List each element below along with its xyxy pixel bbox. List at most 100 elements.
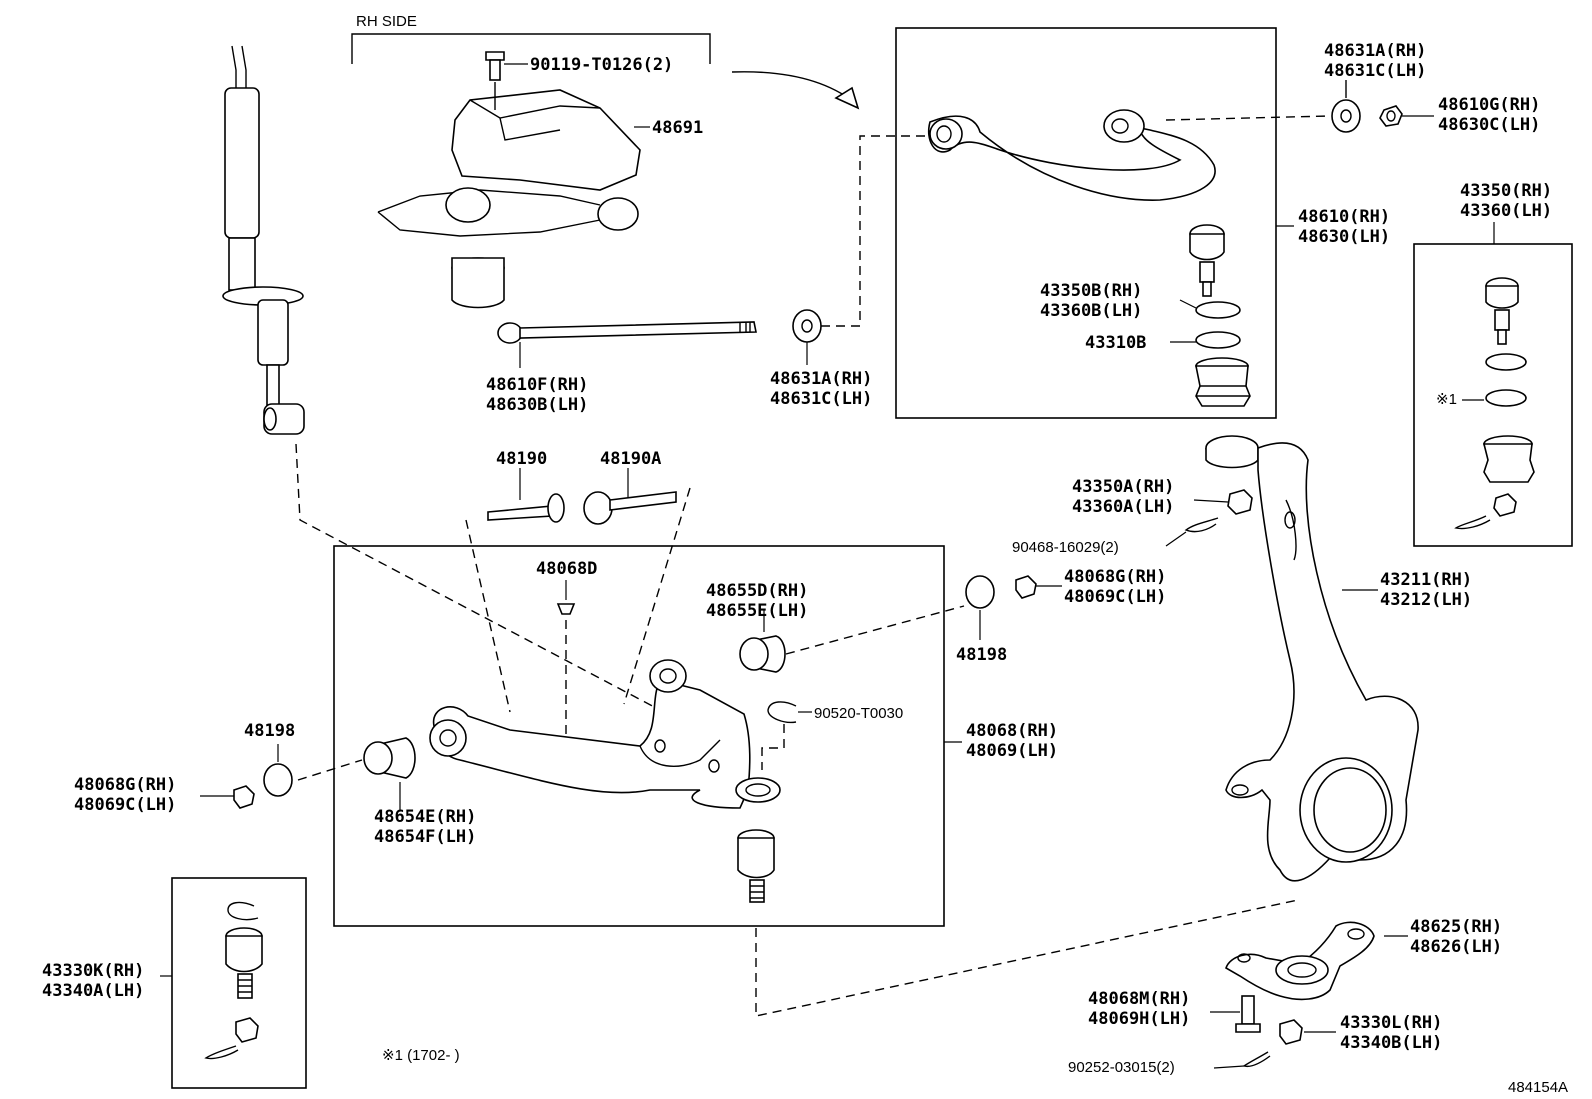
bushing-48654E[interactable]: [363, 737, 416, 779]
washer-48631A-mid[interactable]: [792, 309, 822, 343]
snap-ring-90520[interactable]: [767, 701, 797, 724]
kit-boot[interactable]: [1482, 435, 1535, 483]
cotter-pin-90468[interactable]: [1184, 517, 1219, 533]
label-48630: 48630(LH): [1298, 227, 1390, 247]
ball-joint-kit-box: [1413, 243, 1573, 547]
label-48610F: 48610F(RH): [486, 375, 588, 395]
label-48631A-mid: 48631A(RH): [770, 369, 872, 389]
label-48069H: 48069H(LH): [1088, 1009, 1190, 1029]
label-43350B: 43350B(RH): [1040, 281, 1142, 301]
ball-joint-43350[interactable]: [1485, 277, 1519, 345]
label-43340A: 43340A(LH): [42, 981, 144, 1001]
label-90252: 90252-03015(2): [1068, 1059, 1175, 1076]
label-43330L: 43330L(RH): [1340, 1013, 1442, 1033]
label-48654E: 48654E(RH): [374, 807, 476, 827]
leader-43350B: [1179, 299, 1197, 309]
kit-ring[interactable]: [1485, 389, 1527, 407]
label-43350A: 43350A(RH): [1072, 477, 1174, 497]
cotter-pin-90252[interactable]: [1242, 1051, 1271, 1068]
dash-48655D-to-48198: [785, 605, 965, 655]
label-48631C-top: 48631C(LH): [1324, 61, 1426, 81]
label-48190A: 48190A: [600, 449, 661, 469]
dash-balljoint-to-knuckle: [755, 899, 1299, 1017]
label-90119-T0126: 90119-T0126(2): [530, 55, 673, 75]
dash-bushing-to-washer: [297, 759, 363, 781]
label-48069: 48069(LH): [966, 741, 1058, 761]
dash-48190-to-arm: [465, 519, 511, 713]
washer-48198-right[interactable]: [965, 575, 995, 609]
bolt-48068M[interactable]: [1235, 995, 1261, 1033]
label-48068D: 48068D: [536, 559, 597, 579]
cam-bolt-48190A[interactable]: [583, 491, 677, 525]
footnote-mark1: ※1 (1702- ): [382, 1047, 460, 1064]
lower-control-arm-48068[interactable]: [429, 659, 781, 809]
cam-bolt-48190[interactable]: [487, 493, 565, 523]
bracket-48691[interactable]: [451, 89, 641, 191]
rh-side-arrowhead: [834, 86, 860, 110]
label-48198-left: 48198: [244, 721, 295, 741]
washer-48198-left[interactable]: [263, 763, 293, 797]
label-48654F: 48654F(LH): [374, 827, 476, 847]
shock-absorber[interactable]: [222, 45, 305, 435]
kit-snap-ring[interactable]: [1485, 353, 1527, 371]
bumper-48068D[interactable]: [556, 603, 576, 615]
steering-knuckle-43211[interactable]: [1205, 435, 1419, 882]
label-48691: 48691: [652, 118, 703, 138]
label-48610: 48610(RH): [1298, 207, 1390, 227]
label-48625: 48625(RH): [1410, 917, 1502, 937]
label-43360: 43360(LH): [1460, 201, 1552, 221]
kit-cotter-pin[interactable]: [1454, 515, 1491, 530]
label-43360B: 43360B(LH): [1040, 301, 1142, 321]
nut-48610G[interactable]: [1379, 105, 1403, 127]
nut-48068G-right[interactable]: [1015, 575, 1037, 599]
upper-bracket-arm-sketch: [377, 187, 639, 309]
kit-nut[interactable]: [1493, 493, 1517, 517]
label-mark1-kit: ※1: [1436, 391, 1457, 408]
nut-43330L[interactable]: [1279, 1019, 1303, 1045]
label-43330K: 43330K(RH): [42, 961, 144, 981]
label-48655E: 48655E(LH): [706, 601, 808, 621]
lower-ball-joint[interactable]: [737, 829, 775, 903]
label-48610G: 48610G(RH): [1438, 95, 1540, 115]
label-48630B: 48630B(LH): [486, 395, 588, 415]
ball-joint-43350B[interactable]: [1189, 224, 1225, 297]
nut-43350A[interactable]: [1227, 489, 1253, 515]
ball-joint-43330K[interactable]: [225, 927, 263, 999]
label-90468: 90468-16029(2): [1012, 539, 1119, 556]
label-43211: 43211(RH): [1380, 570, 1472, 590]
bushing-48655D[interactable]: [739, 635, 786, 673]
label-48069C-left: 48069C(LH): [74, 795, 176, 815]
ring-43310B[interactable]: [1195, 331, 1241, 349]
upper-arm-box: [895, 27, 1277, 419]
label-48068M: 48068M(RH): [1088, 989, 1190, 1009]
nut-48068G-left[interactable]: [233, 785, 255, 809]
bolt-90119[interactable]: [485, 51, 505, 110]
box-snap-ring[interactable]: [227, 901, 259, 921]
label-48626: 48626(LH): [1410, 937, 1502, 957]
rh-side-bracket-line: [351, 33, 711, 64]
upper-control-arm-48610[interactable]: [928, 109, 1216, 201]
rh-side-label: RH SIDE: [356, 13, 417, 30]
knuckle-arm-48625[interactable]: [1225, 921, 1375, 1001]
diagram-code: 484154A: [1508, 1079, 1568, 1096]
rod-48610F[interactable]: [497, 321, 757, 344]
box-nut[interactable]: [235, 1017, 259, 1043]
label-43340B: 43340B(LH): [1340, 1033, 1442, 1053]
leader-90252: [1213, 1065, 1245, 1069]
washer-48631A-top[interactable]: [1331, 99, 1361, 133]
box-cotter-pin[interactable]: [204, 1045, 239, 1060]
dash-shock-to-arm: [295, 443, 661, 711]
label-48069C-right: 48069C(LH): [1064, 587, 1166, 607]
label-43310B: 43310B: [1085, 333, 1146, 353]
boot-43310B[interactable]: [1195, 357, 1251, 407]
snap-ring-43350B[interactable]: [1195, 301, 1241, 319]
lower-ball-joint-box: [171, 877, 307, 1089]
label-48190: 48190: [496, 449, 547, 469]
label-48068: 48068(RH): [966, 721, 1058, 741]
label-48631A-top: 48631A(RH): [1324, 41, 1426, 61]
label-48068G-right: 48068G(RH): [1064, 567, 1166, 587]
label-48631C-mid: 48631C(LH): [770, 389, 872, 409]
label-43212: 43212(LH): [1380, 590, 1472, 610]
dash-arm-to-washer: [1165, 115, 1331, 121]
